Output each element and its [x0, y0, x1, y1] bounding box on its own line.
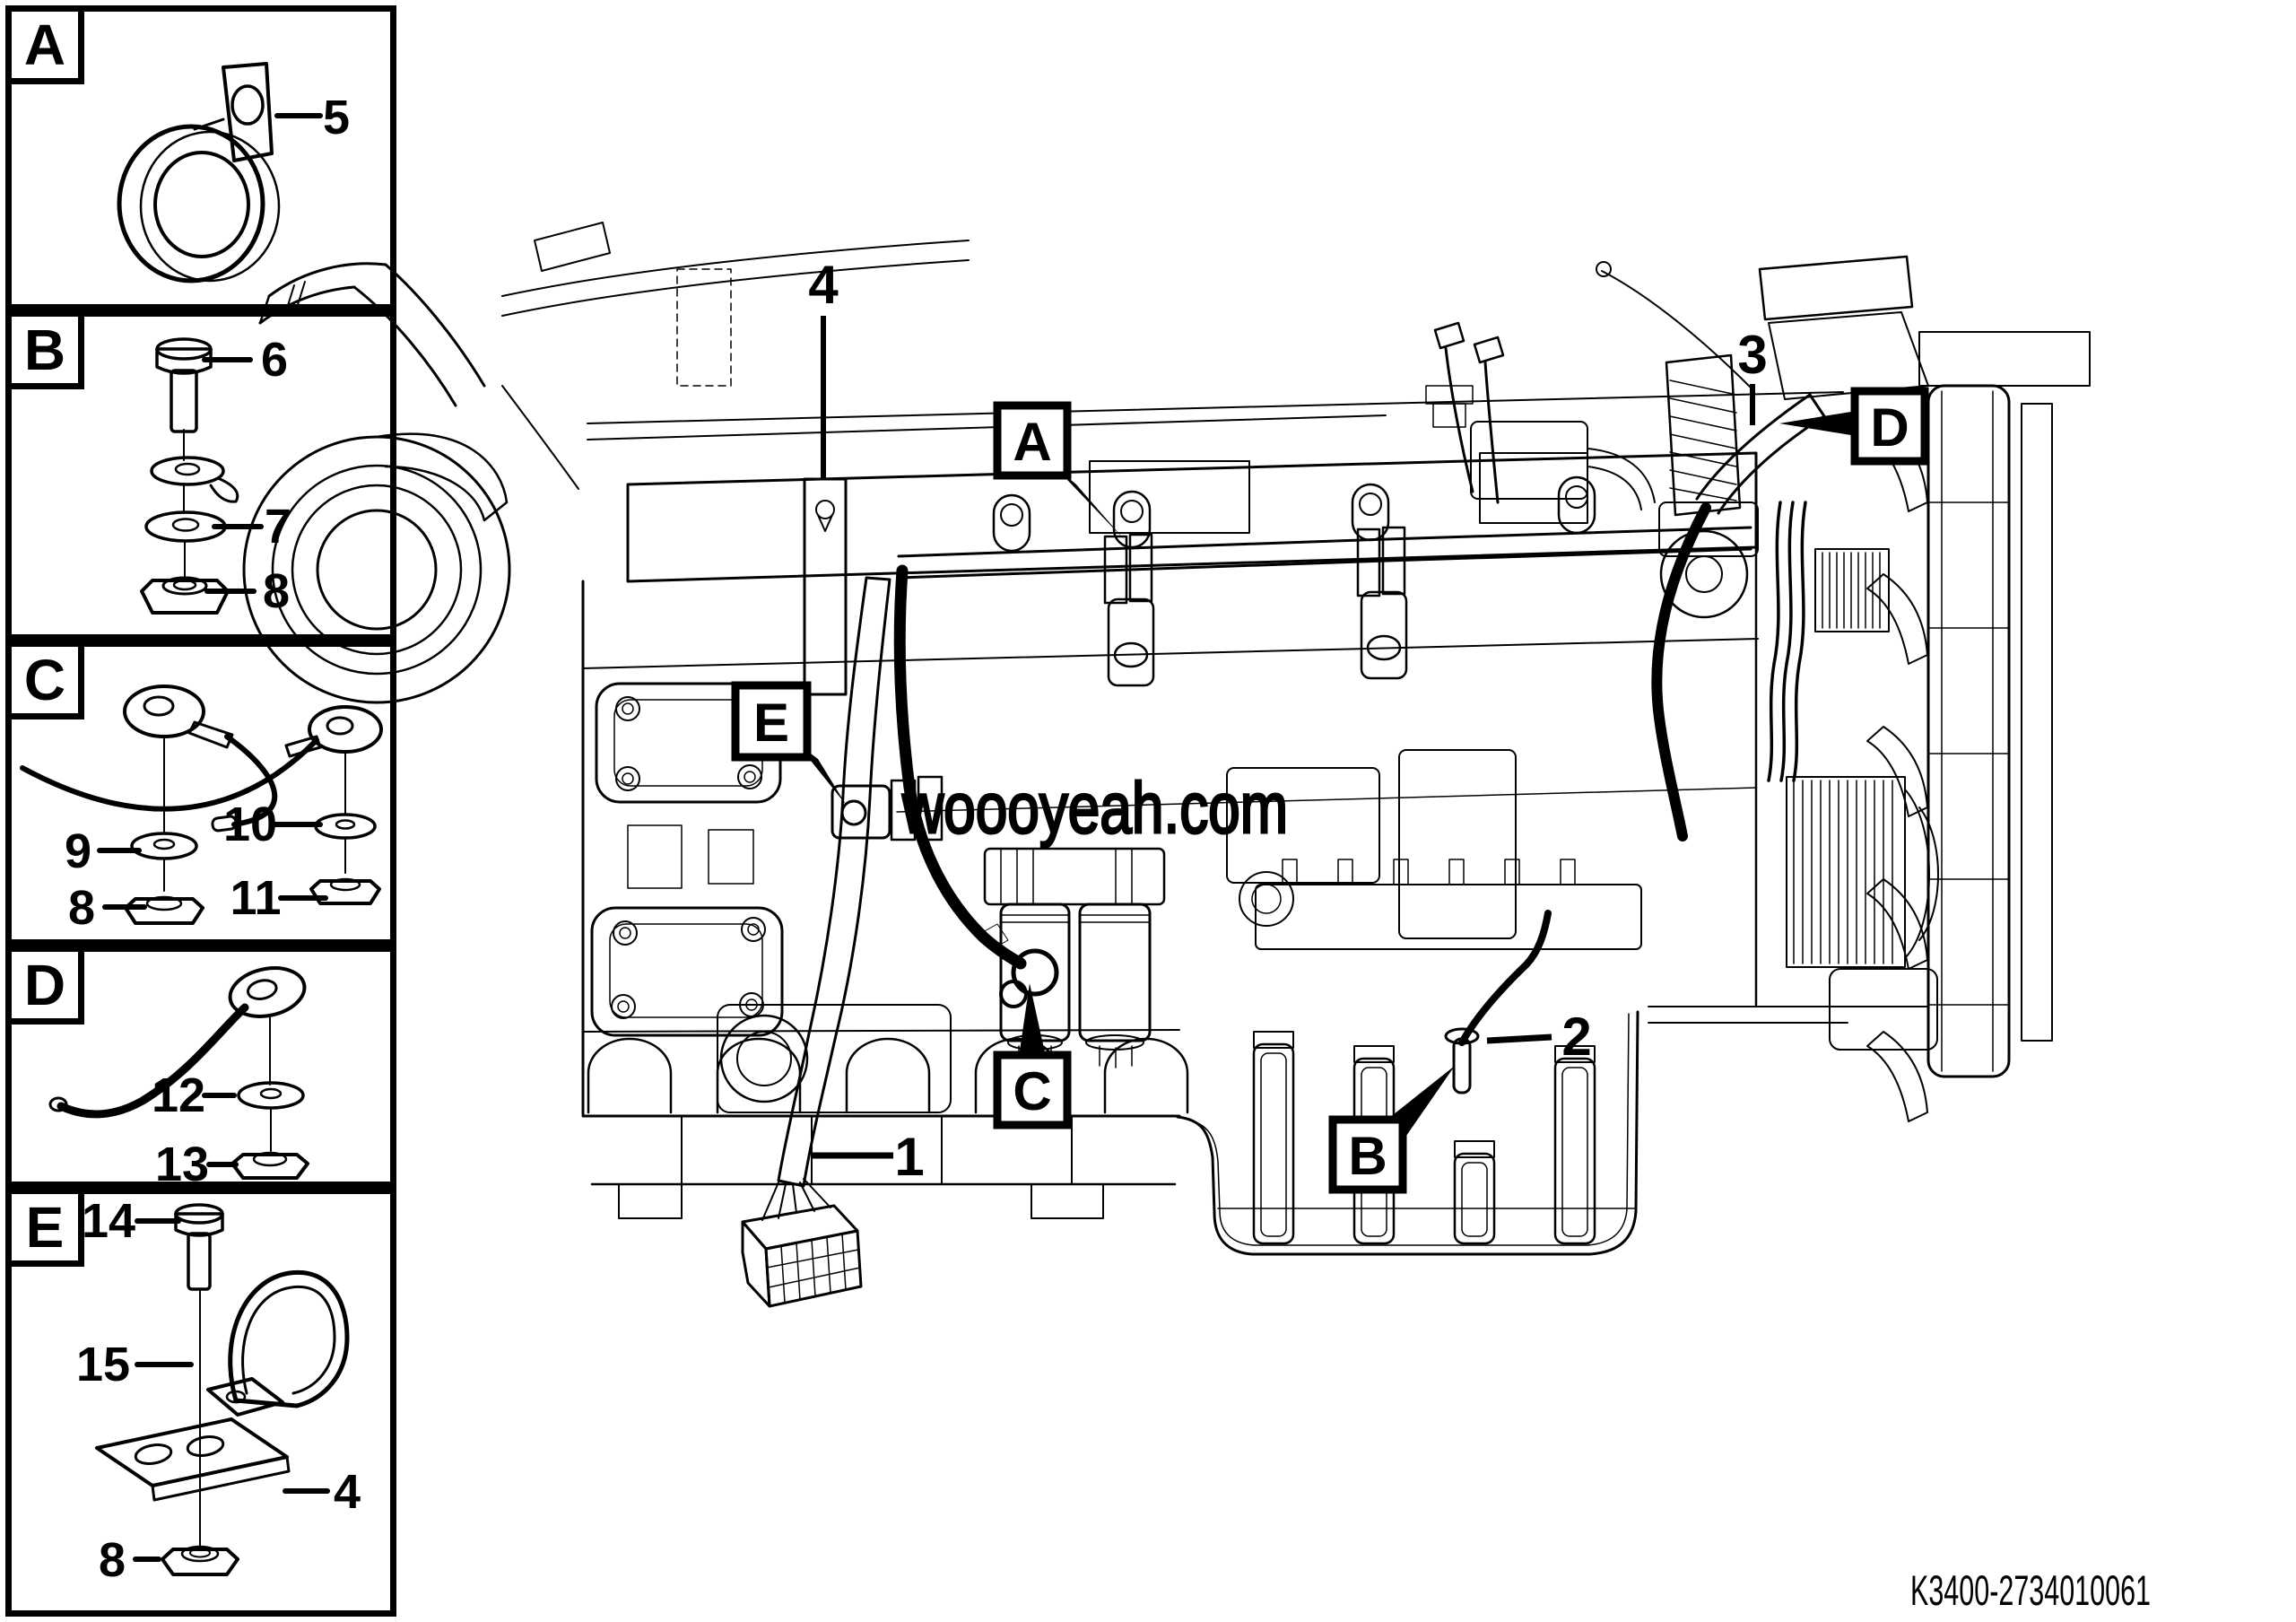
panel-b-letter: B: [23, 318, 66, 382]
panel-e-drawing: 14 15 4 8: [76, 1194, 361, 1587]
panel-a-drawing: 5: [117, 62, 350, 283]
pulleys-and-fan: [1648, 331, 2091, 1122]
panel-d-letter: D: [23, 953, 66, 1017]
panel-c-tab: C: [12, 647, 84, 719]
callout-b-letter: B: [1348, 1126, 1387, 1186]
clamp-assembly-illustration: [95, 1203, 350, 1576]
panel-c-item-9: 9: [65, 824, 91, 878]
turbocharger: [242, 222, 611, 704]
callout-d-marker: D: [1779, 387, 1929, 466]
svg-text:3: 3: [1737, 325, 1767, 385]
callout-a-marker: A: [993, 401, 1125, 540]
panel-a-tab: A: [12, 12, 84, 84]
panel-d-item-12: 12: [152, 1068, 205, 1122]
sensor-wires: [1433, 321, 1505, 504]
panel-c-item-8: 8: [68, 881, 95, 935]
panel-a-letter: A: [23, 13, 66, 77]
panel-a-item-5: 5: [323, 91, 350, 144]
p-clamp-illustration: [117, 62, 323, 283]
ring-terminal-small: [999, 980, 1028, 1008]
ground-straps-illustration: [20, 685, 383, 925]
cable-3: [1651, 393, 1826, 842]
callout-b-marker: B: [1328, 1066, 1455, 1194]
callout-c-marker: C: [993, 983, 1072, 1129]
part-label-3: 3: [1737, 325, 1768, 425]
callout-e-marker: E: [731, 681, 847, 806]
harness-connector: [741, 1178, 863, 1308]
injection-pump: [1226, 261, 1807, 950]
part-label-1: 1: [812, 1127, 925, 1187]
panel-b-tab: B: [12, 317, 84, 389]
panel-b-item-7: 7: [265, 500, 291, 554]
detail-panel-a: 5 A: [5, 5, 396, 310]
panel-c-letter: C: [23, 648, 66, 712]
callout-a-letter: A: [1013, 412, 1051, 472]
svg-text:2: 2: [1561, 1007, 1591, 1067]
panel-c-item-11: 11: [230, 871, 281, 925]
panel-e-item-15: 15: [76, 1338, 130, 1391]
part-label-2: 2: [1486, 1007, 1592, 1067]
panel-d-drawing: 12 13: [48, 966, 309, 1182]
callout-e-letter: E: [753, 693, 789, 753]
panel-c-item-10: 10: [223, 798, 277, 851]
cable-2: [1444, 910, 1552, 1094]
detail-panel-c: 9 8 10 11 C: [5, 641, 396, 946]
callout-d-letter: D: [1870, 397, 1909, 458]
air-intake: [1665, 255, 1929, 517]
panel-e-item-8: 8: [99, 1533, 126, 1587]
part-number: K3400-2734010061: [1910, 1566, 2151, 1614]
panel-b-item-8: 8: [263, 564, 290, 618]
engine-illustration: [242, 222, 2091, 1308]
detail-panel-d: 12 13 D: [5, 946, 396, 1188]
pan-bolt: [1452, 1037, 1472, 1094]
panel-b-drawing: 6 7 8: [140, 333, 291, 618]
panel-e-item-4: 4: [334, 1465, 361, 1519]
wiring-harness-top-run: [897, 526, 1752, 687]
panel-e-item-14: 14: [82, 1194, 135, 1248]
ring-terminal-large: [1011, 948, 1059, 997]
detail-panel-e: 14 15 4 8 E: [5, 1188, 396, 1617]
panel-d-tab: D: [12, 952, 84, 1025]
svg-text:1: 1: [894, 1127, 924, 1187]
panel-b-item-6: 6: [261, 333, 288, 387]
ground-wire-illustration: [48, 966, 309, 1180]
panel-c-drawing: 9 8 10 11: [20, 685, 383, 935]
panel-e-letter: E: [25, 1195, 65, 1260]
part-label-4: 4: [808, 255, 839, 479]
harness-clamp-e: [831, 775, 944, 842]
bolt-washer-nut-illustration: [140, 337, 264, 615]
watermark-text: woooyeah.com: [901, 768, 1288, 848]
panel-e-tab: E: [12, 1194, 84, 1267]
fan-shroud: [1926, 384, 2011, 1078]
svg-text:4: 4: [808, 255, 839, 315]
callout-c-letter: C: [1013, 1061, 1051, 1121]
panel-d-item-13: 13: [155, 1138, 209, 1182]
